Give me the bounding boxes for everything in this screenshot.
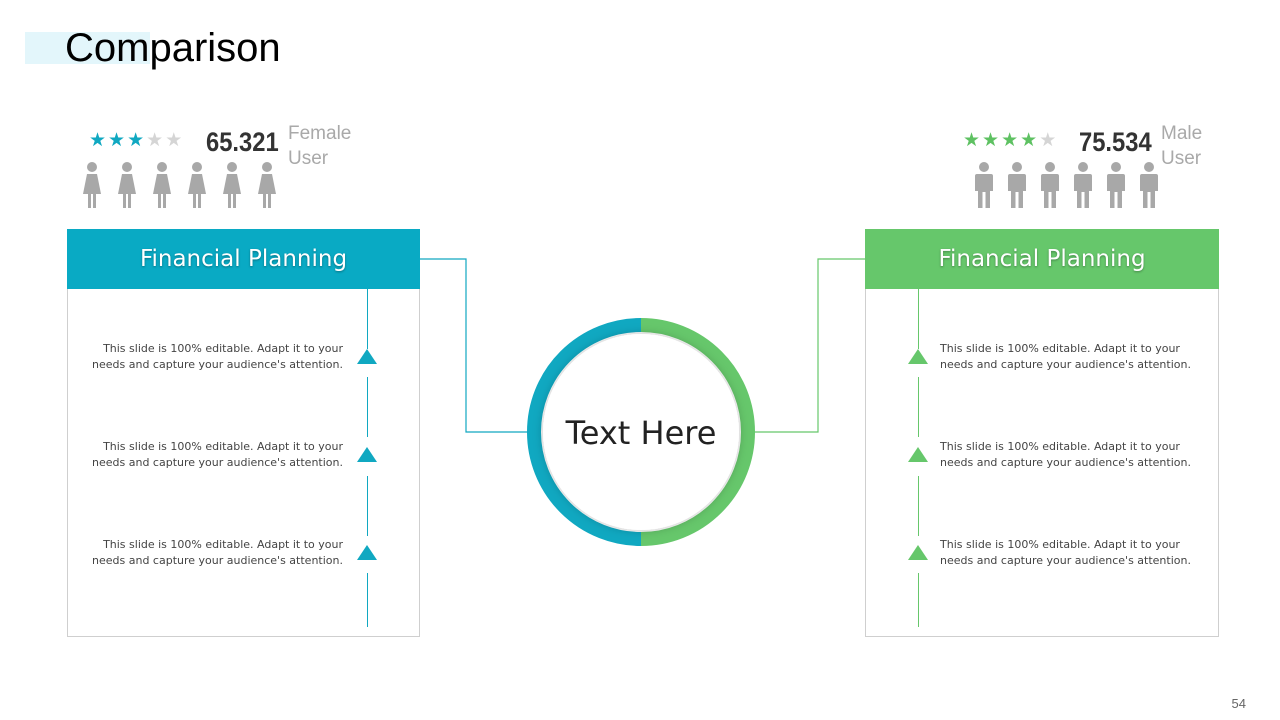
triangle-marker-icon: [908, 447, 928, 462]
left-item-text: This slide is 100% editable. Adapt it to…: [92, 342, 343, 371]
star-icon: ★: [1001, 130, 1021, 151]
star-icon: ★: [982, 130, 1002, 151]
right-connector-line: [754, 258, 865, 433]
right-box: [865, 229, 1219, 637]
triangle-marker-icon: [908, 545, 928, 560]
left-timeline-segment: [367, 289, 368, 349]
triangle-marker-icon: [908, 349, 928, 364]
right-timeline-segment: [918, 377, 919, 437]
male-user-label-line1: Male: [1161, 123, 1203, 144]
left-connector-line: [419, 258, 530, 433]
star-icon: ★: [146, 130, 166, 151]
star-icon: ★: [127, 130, 147, 151]
right-timeline-segment: [918, 289, 919, 349]
triangle-marker-icon: [357, 447, 377, 462]
left-timeline-segment: [367, 377, 368, 437]
title-accent-bar: [25, 32, 150, 64]
triangle-marker-icon: [357, 545, 377, 560]
female-user-value: 65.321: [206, 127, 279, 157]
male-rating-stars: ★★★★★: [963, 131, 1058, 151]
right-item-text: This slide is 100% editable. Adapt it to…: [940, 440, 1191, 469]
right-item-text: This slide is 100% editable. Adapt it to…: [940, 342, 1191, 371]
left-item-text: This slide is 100% editable. Adapt it to…: [92, 440, 343, 469]
center-ring-left-arc: [527, 318, 642, 546]
left-timeline-segment: [367, 573, 368, 627]
page-number: 54: [1231, 696, 1246, 711]
star-icon: ★: [89, 130, 109, 151]
female-user-label: Female User: [288, 121, 368, 171]
male-user-value: 75.534: [1079, 127, 1152, 157]
left-item-text: This slide is 100% editable. Adapt it to…: [92, 538, 343, 567]
slide-title: Comparison: [65, 26, 281, 70]
female-user-label-line1: Female: [288, 123, 352, 144]
star-icon: ★: [1020, 130, 1040, 151]
left-timeline-segment: [367, 476, 368, 536]
triangle-marker-icon: [357, 349, 377, 364]
center-text: Text Here: [565, 414, 717, 452]
female-rating-stars: ★★★★★: [89, 131, 184, 151]
star-icon: ★: [963, 130, 983, 151]
female-user-label-line2: User: [288, 148, 329, 169]
star-icon: ★: [108, 130, 128, 151]
right-timeline-segment: [918, 573, 919, 627]
left-box-header: Financial Planning: [67, 229, 420, 289]
center-circle: [543, 334, 739, 530]
right-box-header: Financial Planning: [865, 229, 1219, 289]
star-icon: ★: [1039, 130, 1059, 151]
male-user-label-line2: User: [1161, 148, 1202, 169]
right-item-text: This slide is 100% editable. Adapt it to…: [940, 538, 1191, 567]
male-user-label: Male User: [1161, 121, 1241, 171]
center-ring-right-arc: [640, 318, 755, 546]
star-icon: ★: [165, 130, 185, 151]
right-timeline-segment: [918, 476, 919, 536]
left-box: [67, 229, 420, 637]
